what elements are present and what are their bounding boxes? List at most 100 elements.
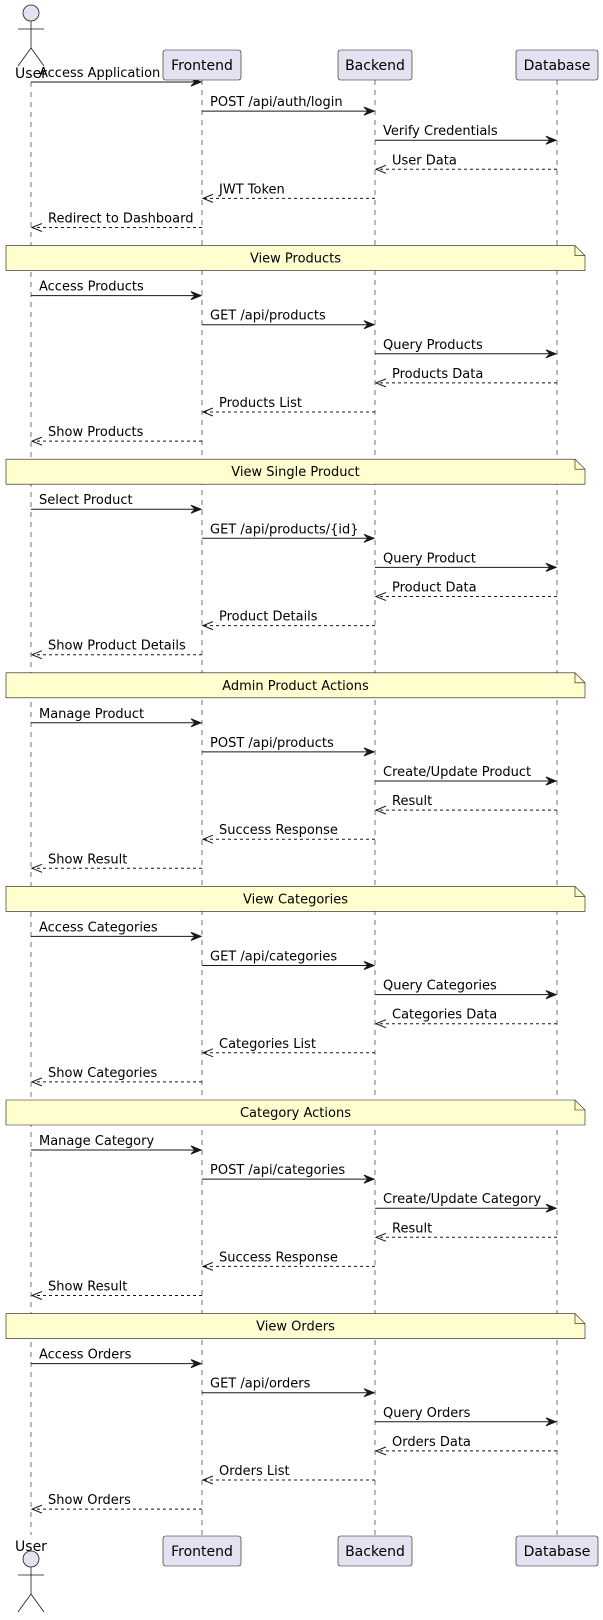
participant-bottom-user: User: [15, 1539, 47, 1613]
message-label: Verify Credentials: [383, 124, 498, 139]
participant-label: Frontend: [171, 1544, 233, 1560]
message-call: Query Categories: [375, 979, 558, 1000]
section-note-label: View Categories: [243, 892, 348, 907]
message-label: Result: [392, 794, 432, 809]
message-label: GET /api/categories: [210, 950, 337, 965]
message-return: Show Result: [30, 852, 202, 873]
participant-label: User: [15, 66, 47, 82]
participant-label: Frontend: [171, 58, 233, 74]
participant-label: User: [15, 1539, 47, 1555]
section-note: View Single Product: [5, 458, 586, 485]
participant-label: Backend: [345, 1544, 405, 1560]
message-call: Manage Product: [31, 707, 203, 728]
message-label: Success Response: [219, 1250, 338, 1265]
message-return: Success Response: [201, 823, 375, 844]
section-note-label: View Single Product: [231, 465, 359, 480]
message-label: Show Result: [48, 852, 127, 867]
message-label: POST /api/products: [210, 736, 334, 751]
message-label: Products List: [219, 396, 302, 411]
message-label: Create/Update Product: [383, 765, 531, 780]
message-return: Categories Data: [374, 1008, 557, 1029]
participant-top-user: User: [15, 4, 47, 82]
section-note: Category Actions: [5, 1099, 586, 1126]
message-call: Access Products: [31, 280, 203, 301]
message-label: Manage Product: [39, 707, 144, 722]
participant-label: Database: [524, 58, 591, 74]
participant-heads: UserUserFrontendFrontendBackendBackendDa…: [15, 4, 599, 1613]
message-label: Product Details: [219, 610, 318, 625]
section-note-label: Category Actions: [240, 1106, 351, 1121]
message-label: Categories Data: [392, 1008, 497, 1023]
message-call: Query Orders: [375, 1406, 558, 1427]
message-label: Result: [392, 1221, 432, 1236]
message-call: Select Product: [31, 493, 203, 514]
participant-bottom-backend: Backend: [337, 1535, 413, 1567]
message-call: Access Orders: [31, 1348, 203, 1369]
message-label: GET /api/products: [210, 309, 326, 324]
message-label: Create/Update Category: [383, 1192, 541, 1207]
message-label: Show Product Details: [48, 639, 186, 654]
message-return: Result: [374, 1221, 557, 1242]
message-label: GET /api/orders: [210, 1377, 311, 1392]
message-return: JWT Token: [201, 182, 375, 203]
participant-bottom-database: Database: [515, 1535, 599, 1567]
message-return: Products List: [201, 396, 375, 417]
participant-bottom-frontend: Frontend: [162, 1535, 242, 1567]
message-return: Show Categories: [30, 1066, 202, 1087]
message-label: Redirect to Dashboard: [48, 212, 193, 227]
message-return: Product Details: [201, 610, 375, 631]
message-call: POST /api/categories: [202, 1163, 376, 1184]
message-return: Categories List: [201, 1037, 375, 1058]
section-note-label: View Products: [250, 252, 341, 267]
message-label: JWT Token: [218, 182, 285, 197]
message-label: Query Products: [383, 338, 483, 353]
message-return: Orders List: [201, 1464, 375, 1485]
message-return: Show Products: [30, 425, 202, 446]
message-return: User Data: [374, 153, 557, 174]
message-label: Query Orders: [383, 1406, 471, 1421]
message-call: Query Product: [375, 551, 558, 572]
message-call: Create/Update Category: [375, 1192, 558, 1213]
message-label: Show Result: [48, 1280, 127, 1295]
section-note: View Categories: [5, 886, 586, 912]
message-label: Products Data: [392, 367, 483, 382]
message-return: Show Orders: [30, 1493, 202, 1514]
message-return: Show Product Details: [30, 639, 202, 660]
message-call: Verify Credentials: [375, 124, 558, 145]
message-label: Query Categories: [383, 979, 497, 994]
message-label: Product Data: [392, 581, 477, 596]
message-label: Manage Category: [39, 1134, 154, 1149]
participant-top-frontend: Frontend: [162, 49, 242, 81]
message-call: GET /api/products/{id}: [202, 522, 376, 543]
message-label: Query Product: [383, 551, 476, 566]
message-label: Show Products: [48, 425, 144, 440]
message-label: Orders Data: [392, 1435, 471, 1450]
message-return: Products Data: [374, 367, 557, 388]
message-return: Product Data: [374, 581, 557, 601]
section-note: View Products: [5, 245, 586, 271]
message-label: Show Orders: [48, 1493, 131, 1508]
message-label: Show Categories: [48, 1066, 158, 1081]
message-call: Access Application: [31, 66, 203, 87]
message-call: Access Categories: [31, 920, 203, 941]
message-label: Access Categories: [39, 920, 158, 935]
message-label: POST /api/auth/login: [210, 95, 343, 110]
actor-head-icon: [22, 4, 40, 22]
message-label: POST /api/categories: [210, 1163, 345, 1178]
participant-top-backend: Backend: [337, 49, 413, 81]
message-label: User Data: [392, 153, 457, 168]
lifelines: [30, 80, 558, 1536]
message-call: POST /api/products: [202, 736, 376, 757]
section-note: Admin Product Actions: [5, 672, 586, 699]
message-label: Categories List: [219, 1037, 316, 1052]
message-label: Access Orders: [39, 1348, 132, 1363]
message-label: Access Application: [39, 66, 160, 81]
message-return: Redirect to Dashboard: [30, 212, 202, 232]
message-label: GET /api/products/{id}: [210, 522, 359, 537]
message-call: Query Products: [375, 338, 558, 359]
message-return: Result: [374, 794, 557, 815]
